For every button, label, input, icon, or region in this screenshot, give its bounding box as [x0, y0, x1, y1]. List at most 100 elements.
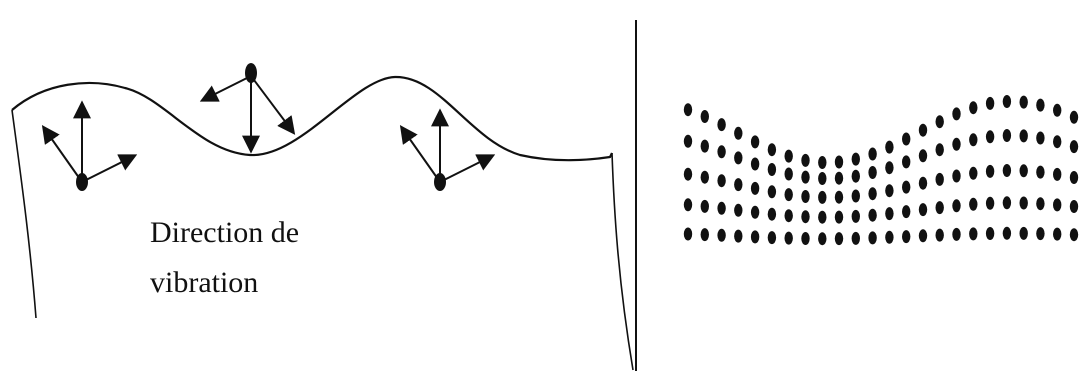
particle-dot: [684, 228, 692, 241]
particle-dot: [818, 191, 826, 204]
particle-dot: [885, 141, 893, 154]
particle-dot: [701, 171, 709, 184]
particle-dot: [751, 182, 759, 195]
particle-dot: [785, 168, 793, 181]
particle-dot: [717, 145, 725, 158]
particle-dot: [986, 130, 994, 143]
particle-dot: [768, 163, 776, 176]
particle-dot: [785, 188, 793, 201]
particle-dot: [1036, 197, 1044, 210]
particle-dot: [902, 230, 910, 243]
particle-dot: [785, 209, 793, 222]
particle-dot: [952, 107, 960, 120]
particle-dot: [969, 101, 977, 114]
particle-dot: [1003, 164, 1011, 177]
particle-dot: [885, 161, 893, 174]
particle-dot: [717, 229, 725, 242]
particle-dot: [751, 230, 759, 243]
particle-dot: [751, 158, 759, 171]
vibration-direction-label-line2: vibration: [150, 268, 258, 298]
particle-dot: [1003, 95, 1011, 108]
particle-dot: [1036, 227, 1044, 240]
vibration-direction-label-line1: Direction de: [150, 218, 299, 248]
particle-dot: [902, 133, 910, 146]
particle-dot: [768, 185, 776, 198]
particle-dot: [852, 232, 860, 245]
particle-dot: [969, 167, 977, 180]
particle-dot: [868, 166, 876, 179]
particle-dot: [1053, 228, 1061, 241]
particle-dot: [1020, 164, 1028, 177]
particle-dot: [986, 227, 994, 240]
particle-dot: [852, 210, 860, 223]
particle-dot: [835, 172, 843, 185]
particle-dot: [734, 230, 742, 243]
particle-dot: [936, 173, 944, 186]
particle-dot: [1020, 227, 1028, 240]
particle-dot: [1053, 135, 1061, 148]
particle-dot: [1070, 200, 1078, 213]
particle-dot: [734, 127, 742, 140]
particle-dot: [734, 178, 742, 191]
surface-wave-outline: [12, 77, 612, 160]
particle-dot: [717, 202, 725, 215]
particle-dot: [952, 170, 960, 183]
particle-dot: [919, 149, 927, 162]
particle-dot: [684, 103, 692, 116]
particle-dot: [701, 200, 709, 213]
particle-dot: [969, 133, 977, 146]
particle-dot: [936, 229, 944, 242]
particle-right: [402, 112, 492, 191]
particle-dot: [751, 206, 759, 219]
particle-dot: [852, 190, 860, 203]
particle-dot: [734, 151, 742, 164]
particle-dot: [902, 155, 910, 168]
particle-dot: [1003, 196, 1011, 209]
particle-dot: [684, 135, 692, 148]
particle-dot: [868, 231, 876, 244]
particle-dot: [818, 211, 826, 224]
particle-dot: [885, 231, 893, 244]
particle-dot: [701, 140, 709, 153]
particle-dot: [768, 208, 776, 221]
particle-dot: [717, 118, 725, 131]
particle-dot: [969, 227, 977, 240]
particle-dot: [1053, 104, 1061, 117]
particle-left: [44, 104, 134, 191]
particle-dot: [1070, 140, 1078, 153]
particle-dot: [952, 228, 960, 241]
particle-dot: [936, 115, 944, 128]
particle-dot: [1036, 132, 1044, 145]
particle-dot: [902, 205, 910, 218]
particle-dot: [835, 211, 843, 224]
particle-dot: [684, 168, 692, 181]
particle-dot: [1053, 198, 1061, 211]
particle-dot: [768, 143, 776, 156]
particle-dot: [835, 156, 843, 169]
particle-dot: [902, 181, 910, 194]
particle-dot: [885, 184, 893, 197]
particle-dot: [952, 138, 960, 151]
particle-dot: [1036, 166, 1044, 179]
particle-dot: [1036, 99, 1044, 112]
particle-dot: [885, 207, 893, 220]
particle-top: [203, 63, 293, 150]
particle-dot: [952, 199, 960, 212]
particle-dot: [801, 171, 809, 184]
particle-dot: [751, 135, 759, 148]
particle-dot: [818, 232, 826, 245]
particle-dot: [986, 165, 994, 178]
particle-dot: [1020, 129, 1028, 142]
particle-dot: [785, 232, 793, 245]
particle-dot: [684, 198, 692, 211]
particle-dot: [868, 209, 876, 222]
particle-dot: [868, 187, 876, 200]
particle-dot: [717, 174, 725, 187]
particle-dot: [919, 203, 927, 216]
particle-dot: [919, 229, 927, 242]
particle-dot: [785, 150, 793, 163]
particle-dot: [986, 197, 994, 210]
particle-dot: [919, 177, 927, 190]
